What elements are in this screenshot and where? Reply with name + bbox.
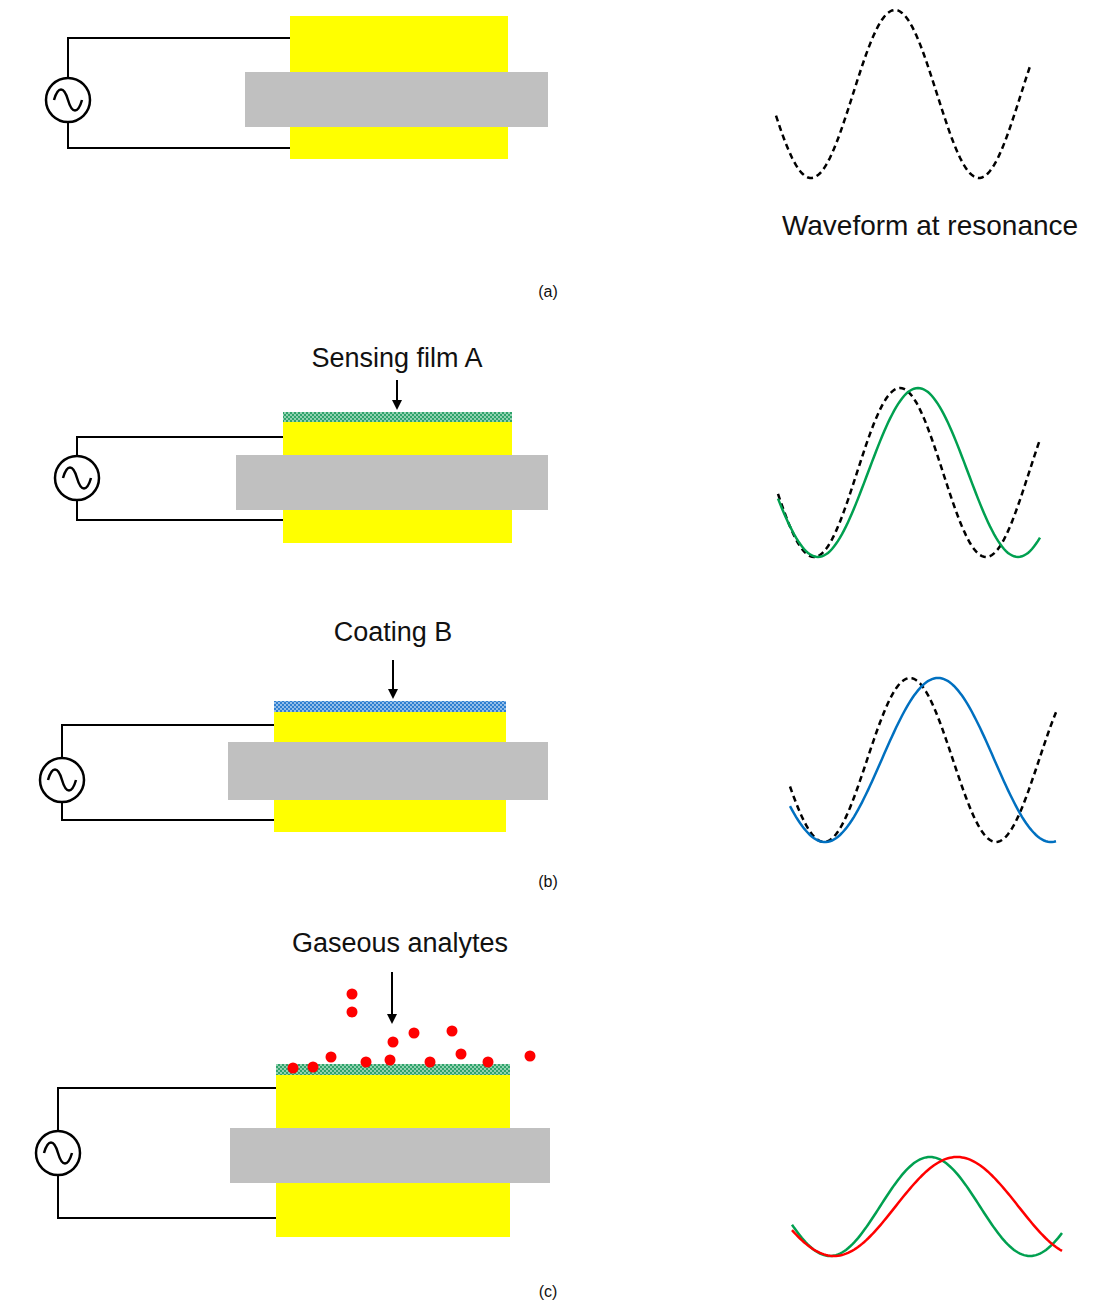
analyte-dot xyxy=(308,1062,319,1073)
coating-label: Coating B xyxy=(334,617,453,648)
sensing-film xyxy=(283,412,512,422)
pointer-arrow xyxy=(392,660,394,697)
ac-source xyxy=(40,758,84,802)
waveform xyxy=(790,678,1056,842)
film-label: Sensing film A xyxy=(311,343,482,374)
ac-source xyxy=(55,456,99,500)
panel-label: (c) xyxy=(539,1283,558,1301)
crystal xyxy=(228,742,548,800)
analyte-molecules xyxy=(288,989,536,1074)
analyte-dot xyxy=(447,1026,458,1037)
crystal xyxy=(245,72,548,127)
waveform xyxy=(776,10,1030,178)
panel-label: (a) xyxy=(538,283,558,301)
analyte-dot xyxy=(525,1051,536,1062)
ac-source xyxy=(36,1131,80,1175)
crystal xyxy=(236,455,548,510)
pointer-arrow xyxy=(396,380,398,408)
analyte-dot xyxy=(361,1057,372,1068)
analyte-dot xyxy=(326,1052,337,1063)
analyte-dot xyxy=(409,1028,420,1039)
crystal xyxy=(230,1128,550,1183)
coating xyxy=(274,701,506,712)
analyte-label: Gaseous analytes xyxy=(292,928,508,959)
analyte-dot xyxy=(288,1063,299,1074)
ac-source xyxy=(46,78,90,122)
waveform xyxy=(778,388,1040,557)
waveform xyxy=(792,1157,1062,1256)
pointer-arrow xyxy=(391,972,393,1022)
analyte-dot xyxy=(425,1057,436,1068)
waveforms xyxy=(776,10,1062,1256)
analyte-dot xyxy=(385,1055,396,1066)
analyte-dot xyxy=(456,1049,467,1060)
analyte-dot xyxy=(347,989,358,1000)
waveform xyxy=(790,678,1056,842)
analyte-dot xyxy=(347,1007,358,1018)
waveform xyxy=(778,388,1040,557)
analyte-dot xyxy=(388,1037,399,1048)
waveform xyxy=(792,1157,1062,1256)
panel-label: (b) xyxy=(538,873,558,891)
caption-text: Waveform at resonance xyxy=(782,210,1078,242)
analyte-dot xyxy=(483,1057,494,1068)
